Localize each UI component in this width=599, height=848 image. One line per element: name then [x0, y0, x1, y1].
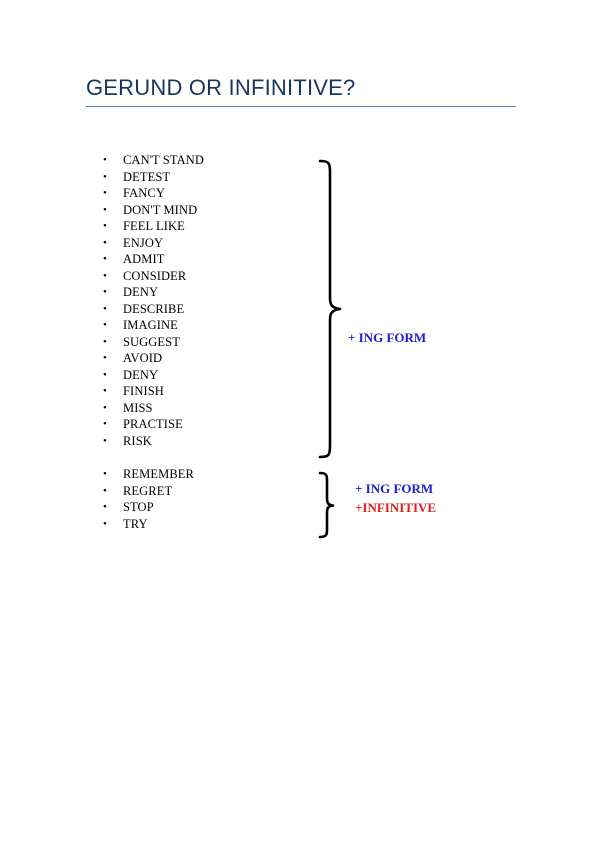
- verb-text: SUGGEST: [123, 334, 180, 349]
- verb-text: DETEST: [123, 169, 171, 184]
- bullet-icon: •: [103, 517, 107, 530]
- verb-text: DENY: [123, 285, 159, 299]
- page-title: GERUND OR INFINITIVE?: [86, 75, 356, 100]
- bullet-icon: •: [103, 368, 107, 381]
- verb-text: DON'T MIND: [123, 202, 198, 217]
- infinitive-label: +INFINITIVE: [355, 500, 437, 515]
- title-underline: [86, 106, 516, 107]
- bullet-icon: •: [103, 253, 107, 265]
- ing-form-label: + ING FORM: [348, 330, 427, 345]
- bullet-icon: •: [103, 501, 107, 513]
- bullet-icon: •: [103, 335, 107, 348]
- verb-text: RISK: [123, 433, 152, 448]
- verb-text: REGRET: [123, 483, 173, 498]
- ing-form-label-2: + ING FORM: [355, 481, 434, 496]
- right-brace-both: [318, 471, 335, 539]
- verb-text: IMAGINE: [123, 318, 178, 332]
- verb-text: FEEL LIKE: [123, 219, 185, 233]
- verb-text: PRACTISE: [123, 417, 183, 431]
- bullet-icon: •: [103, 401, 107, 414]
- verb-text: CAN'T STAND: [123, 153, 204, 167]
- bullet-icon: •: [103, 170, 107, 183]
- right-brace-ing: [318, 159, 342, 459]
- bullet-icon: •: [103, 220, 107, 232]
- verb-text: STOP: [123, 500, 154, 514]
- bullet-icon: •: [103, 236, 107, 249]
- bullet-icon: •: [103, 484, 107, 497]
- verb-text: MISS: [123, 400, 153, 415]
- verb-text: DENY: [123, 367, 159, 382]
- bullet-icon: •: [103, 352, 107, 364]
- bullet-icon: •: [103, 468, 107, 480]
- bullet-icon: •: [103, 302, 107, 315]
- verb-text: REMEMBER: [123, 467, 194, 481]
- verb-text: DESCRIBE: [123, 301, 185, 316]
- bullet-icon: •: [103, 418, 107, 430]
- verb-text: AVOID: [123, 351, 163, 365]
- verb-text: TRY: [123, 516, 148, 531]
- bullet-icon: •: [103, 319, 107, 331]
- bullet-icon: •: [103, 286, 107, 298]
- bullet-icon: •: [103, 434, 107, 447]
- verb-text: FANCY: [123, 186, 165, 200]
- verb-text: ENJOY: [123, 235, 164, 250]
- verb-text: CONSIDER: [123, 268, 187, 283]
- bullet-icon: •: [103, 385, 107, 397]
- bullet-icon: •: [103, 154, 107, 166]
- bullet-icon: •: [103, 269, 107, 282]
- bullet-icon: •: [103, 203, 107, 216]
- verb-text: ADMIT: [123, 252, 165, 266]
- verb-text: FINISH: [123, 384, 164, 398]
- bullet-icon: •: [103, 187, 107, 199]
